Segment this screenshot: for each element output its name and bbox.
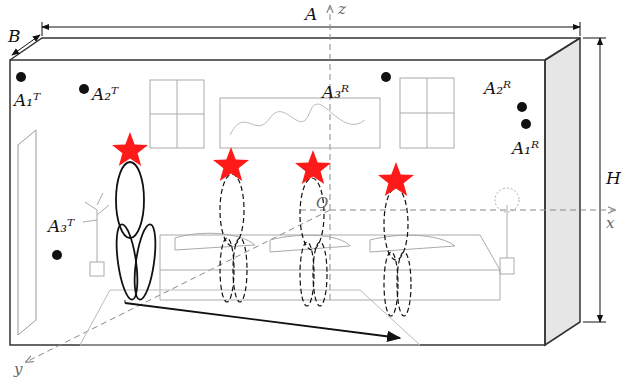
symbol-label: A₁ᵀ	[14, 92, 40, 109]
axis-label: x	[606, 216, 614, 231]
axis-label: y	[14, 362, 22, 377]
door	[18, 130, 36, 335]
symbol-label: A	[305, 6, 317, 23]
symbol-label: A₃ᴿ	[322, 84, 349, 101]
room-edge	[10, 38, 580, 60]
symbol-label: A₂ᴿ	[484, 80, 511, 97]
symbol-label: A₃ᵀ	[48, 218, 74, 235]
walking-path	[125, 300, 126, 303]
dimension-tick	[583, 322, 606, 323]
person-dashed	[220, 174, 411, 316]
dimension-tick	[583, 38, 606, 39]
dimension-arrow	[42, 27, 580, 28]
antenna-dot	[16, 72, 531, 260]
room-frame	[10, 60, 545, 345]
axis-label: O	[316, 196, 328, 211]
symbol-label: B	[8, 28, 21, 45]
painting	[220, 98, 380, 148]
y-axis	[26, 210, 330, 362]
symbol-label: A₁ᴿ	[512, 140, 539, 157]
symbol-label: H	[606, 170, 621, 187]
painting-stroke	[230, 104, 365, 135]
axis-label: z	[338, 2, 346, 17]
room-edge	[545, 38, 580, 60]
rug	[80, 290, 420, 345]
head-star	[112, 132, 414, 196]
dimension-tick	[42, 22, 43, 36]
symbol-label: A₂ᵀ	[92, 86, 118, 103]
walking-path	[125, 303, 400, 338]
x-axis	[300, 210, 615, 211]
window	[150, 78, 454, 148]
z-axis	[330, 6, 331, 300]
dimension-arrow	[600, 38, 601, 322]
person-solid	[113, 162, 159, 301]
side-wall	[545, 38, 580, 345]
dimension-tick	[580, 22, 581, 36]
